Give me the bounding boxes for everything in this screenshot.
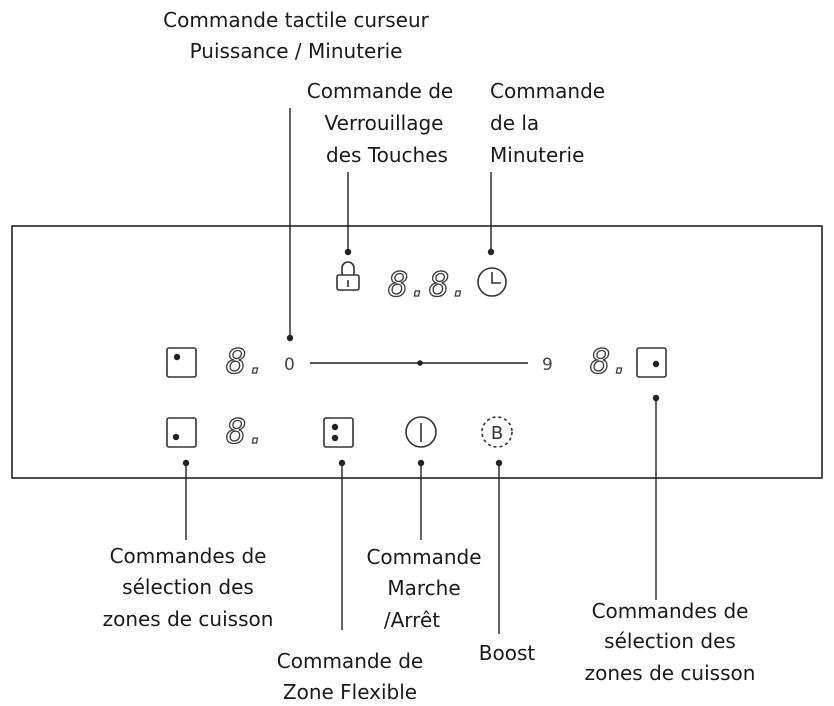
clock-icon[interactable]	[477, 267, 507, 297]
label-boost: Boost	[479, 641, 536, 665]
slider-midpoint	[417, 360, 423, 366]
leader-dot-timer	[487, 248, 495, 256]
label-timer-line2: de la	[490, 111, 539, 135]
label-zones-left-line2: sélection des	[122, 575, 254, 599]
label-flex-line1: Commande de	[277, 649, 423, 673]
label-timer-line1: Commande	[490, 79, 605, 103]
label-lock-line2: Verrouillage	[325, 111, 444, 135]
label-zones-right-line2: sélection des	[604, 629, 736, 653]
power-icon[interactable]	[405, 416, 437, 448]
label-zones-right-line3: zones de cuisson	[585, 661, 756, 685]
label-zones-left-line3: zones de cuisson	[103, 607, 274, 631]
label-onoff-line2: Marche	[387, 576, 460, 600]
slider-max-label: 9	[542, 355, 553, 375]
zone-select-icon-bottom-left[interactable]	[166, 417, 197, 448]
label-lock-line1: Commande de	[307, 79, 453, 103]
label-slider-line2: Puissance / Minuterie	[190, 39, 403, 63]
label-zones-left-line1: Commandes de	[110, 544, 267, 568]
label-timer-line3: Minuterie	[490, 143, 584, 167]
lock-icon[interactable]	[336, 261, 360, 291]
leader-dot-slider	[286, 334, 294, 342]
label-flex-line2: Zone Flexible	[283, 680, 417, 704]
label-zones-right-line1: Commandes de	[592, 599, 749, 623]
boost-icon[interactable]: B	[481, 416, 513, 448]
leader-dot-lock	[344, 248, 352, 256]
control-panel-frame	[11, 225, 823, 479]
zone-select-icon-top-right[interactable]	[636, 347, 667, 378]
flex-zone-icon[interactable]	[323, 417, 354, 448]
slider-min-label: 0	[284, 355, 295, 375]
timer-display: 8.8.	[388, 265, 470, 305]
label-lock-line3: des Touches	[326, 143, 448, 167]
zone-display-top-right: 8.	[590, 342, 631, 382]
zone-select-icon-top-left[interactable]	[166, 347, 197, 378]
label-onoff-line3: /Arrêt	[384, 608, 440, 632]
zone-display-top-left: 8.	[226, 342, 267, 382]
boost-symbol: B	[491, 423, 503, 444]
zone-display-bottom-left: 8.	[226, 412, 267, 452]
label-slider-line1: Commande tactile curseur	[163, 8, 429, 32]
label-onoff-line1: Commande	[366, 545, 481, 569]
